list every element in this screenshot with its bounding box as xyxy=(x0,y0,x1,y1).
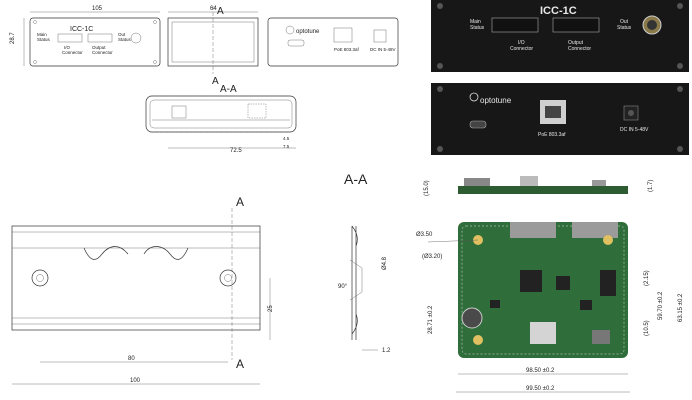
dim-side-depth: 64 xyxy=(210,6,217,12)
dim-pcb-597: 59.70 ±0.2 xyxy=(658,291,664,320)
photo-main-status-1: Main xyxy=(470,19,481,25)
photo-brand: optotune xyxy=(480,96,512,105)
dim-pcb-9950: 99.50 ±0.2 xyxy=(526,386,555,392)
photo-output-2: Connector xyxy=(568,46,591,52)
front-main-status-1: Main xyxy=(37,32,47,37)
photo-out-status-2: Status xyxy=(617,25,632,31)
section-marker-top2: A xyxy=(212,76,219,87)
rail-marker-top: A xyxy=(236,195,244,209)
dim-pcb-215: (2.15) xyxy=(644,270,650,286)
aa-section-title-top: A-A xyxy=(220,84,237,95)
device-back-photo: optotune PoE 803.3af DC IN 5-48V xyxy=(431,83,689,155)
rail-marker-bottom: A xyxy=(236,357,244,371)
back-view-drawing: optotune PoE 803.3af DC IN 5-48V xyxy=(267,17,399,67)
din-rail-drawing: A A 80 100 25 xyxy=(11,195,274,385)
front-device-name: ICC-1C xyxy=(70,26,93,33)
back-brand: optotune xyxy=(296,29,320,35)
dim-pcb-9850: 98.50 ±0.2 xyxy=(526,368,555,374)
pcb-side-view: (15.0) (1.7) xyxy=(424,176,654,196)
front-io-label-2: Connector xyxy=(62,50,83,55)
dim-front-height: 28.7 xyxy=(10,32,16,44)
aa-section-title-bottom: A-A xyxy=(344,171,368,187)
device-front-photo: ICC-1C Main Status I/O Connector Output … xyxy=(431,0,689,72)
aa-section-top: A-A 72.5 4.5 7.5 xyxy=(145,84,297,154)
side-view-drawing: 64 A A xyxy=(167,6,259,87)
dim-pcb-2871: 28.71 ±0.2 xyxy=(428,305,434,334)
photo-output-1: Output xyxy=(568,40,584,46)
dim-pcb-17: (1.7) xyxy=(648,180,654,192)
front-output-label-1: Output xyxy=(92,45,106,50)
dim-profile-d: Ø4.8 xyxy=(382,256,388,270)
dim-profile-angle: 90° xyxy=(338,284,348,290)
dim-pcb-15: (15.0) xyxy=(424,180,430,196)
photo-io-1: I/O xyxy=(518,40,525,46)
dim-aa-width: 72.5 xyxy=(230,148,242,154)
photo-io-2: Connector xyxy=(510,46,533,52)
dim-hole-350: Ø3.50 xyxy=(416,232,433,238)
dim-profile-t: 1.2 xyxy=(382,348,391,354)
back-dc-label: DC IN 5-48V xyxy=(370,47,396,52)
dim-rail-80: 80 xyxy=(128,356,135,362)
front-out-status-2: Status xyxy=(118,37,132,42)
front-out-status-1: Out xyxy=(118,32,126,37)
photo-main-status-2: Status xyxy=(470,25,485,31)
dim-front-width: 105 xyxy=(92,6,103,12)
dim-aa-small-1: 4.5 xyxy=(283,136,290,141)
dim-pcb-6315: 63.15 ±0.2 xyxy=(678,293,684,322)
rail-profile-drawing: A-A 90° Ø4.8 1.2 xyxy=(338,171,391,354)
dim-pcb-105: (10.5) xyxy=(644,320,650,336)
front-main-status-2: Status xyxy=(37,37,51,42)
photo-dc-label: DC IN 5-48V xyxy=(620,127,649,133)
front-io-label-1: I/O xyxy=(64,45,71,50)
back-poe-label: PoE 803.3af xyxy=(334,47,360,52)
dim-rail-25: 25 xyxy=(268,305,274,312)
dim-aa-small-2: 7.5 xyxy=(283,144,290,149)
photo-poe-label: PoE 803.3af xyxy=(538,132,566,138)
front-output-label-2: Connector xyxy=(92,50,113,55)
front-view-drawing: 105 28.7 ICC-1C Main Status I/O Connecto… xyxy=(10,6,161,67)
aa-fins xyxy=(150,95,290,133)
dim-rail-100: 100 xyxy=(130,378,141,384)
section-marker-top: A xyxy=(217,6,224,17)
dim-hole-320: (Ø3.20) xyxy=(422,254,442,260)
photo-out-status-1: Out xyxy=(620,19,629,25)
photo-device-name: ICC-1C xyxy=(540,5,577,17)
pcb-top-view: Ø3.50 (Ø3.20) 28.71 ±0.2 (2.15) 59.70 ±0… xyxy=(416,222,684,393)
